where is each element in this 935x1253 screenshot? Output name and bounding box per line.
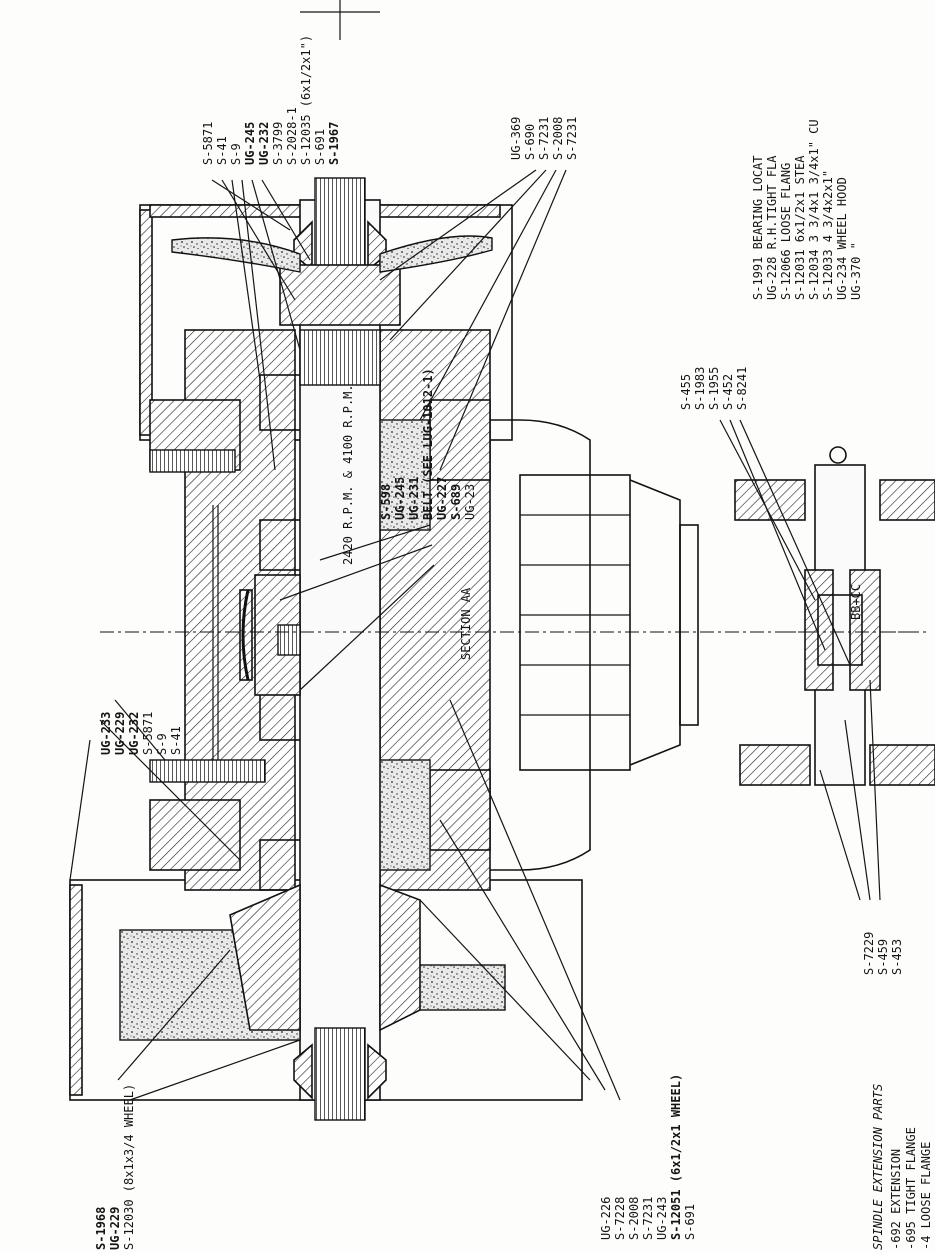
- parts-list-row: S-12031 6x1/2x1 STEA: [793, 155, 807, 300]
- callout-ug-229-a: UG-229: [113, 712, 127, 755]
- callout-s-3799: S-3799: [271, 122, 285, 165]
- callout-s-690: S-690: [523, 124, 537, 160]
- parts-list-row: S-12066 LOOSE FLANG: [779, 163, 793, 300]
- bearing-upper-right: [374, 419, 431, 531]
- motor-body: [519, 474, 631, 771]
- parts-list-row: UG-228 R.H.TIGHT FLA: [765, 155, 779, 300]
- upper-shaft-thread: [314, 177, 366, 267]
- lower-mount-bolt: [149, 759, 266, 783]
- callout-s-9: S-9: [229, 143, 243, 165]
- oil-fitting: [829, 446, 847, 464]
- section-aa-label: SECTION AA: [459, 587, 473, 660]
- lower-shaft-thread: [314, 1027, 366, 1121]
- callout-belt: BELT (SEE LUG-1012-1): [421, 368, 435, 520]
- lower-left-flange: [229, 883, 301, 1031]
- callout-ug-243: UG-243: [655, 1197, 669, 1240]
- bearing-lower-right: [374, 759, 431, 871]
- parts-list-row: S-12034 3 3/4x1 3/4x1" CU: [807, 119, 821, 300]
- callout-ug-227: UG-227: [435, 477, 449, 520]
- callout-s-5871: S-5871: [201, 122, 215, 165]
- upper-grinding-wheel-right: [379, 235, 493, 273]
- callout-ug-245-top: UG-245: [243, 122, 257, 165]
- upper-mount-bolt: [149, 449, 236, 473]
- small-housing-left: [804, 569, 834, 691]
- callout-ug-232-mid: UG-232: [127, 712, 141, 755]
- callout-s-7231-a: S-7231: [537, 117, 551, 160]
- section-bbcc-label: BB+CC: [849, 584, 863, 620]
- spindle-assembly: [69, 0, 905, 1121]
- lower-right-flange: [379, 883, 421, 1032]
- extension-parts-row: -695 TIGHT FLANGE: [904, 1127, 918, 1250]
- section-bbcc-assembly: [734, 446, 935, 786]
- callout-s-7228: S-7228: [613, 1197, 627, 1240]
- callout-s-598: S-598: [379, 484, 393, 520]
- callout-ug-232-top: UG-232: [257, 122, 271, 165]
- drawing-labels: SECTION AA 2420 R.P.M. & 4100 R.P.M. BB+…: [94, 35, 933, 1250]
- upper-grinding-wheel-left: [171, 237, 301, 273]
- extension-parts-row: -4 LOOSE FLANGE: [919, 1142, 933, 1250]
- callout-s-7231-b: S-7231: [565, 117, 579, 160]
- callout-s-453: S-453: [890, 939, 904, 975]
- callout-s-691-bottom: S-691: [683, 1204, 697, 1240]
- callout-ug-231: UG-231: [407, 477, 421, 520]
- callout-ug-23: UG-23: [463, 484, 477, 520]
- callout-s-691-top: S-691: [313, 129, 327, 165]
- motor-base: [490, 419, 591, 871]
- callout-s-1983: S-1983: [693, 367, 707, 410]
- callout-s-12051: S-12051 (6x1/2x1 WHEEL): [669, 1074, 683, 1240]
- leader-lines: [69, 169, 881, 1101]
- belt: [241, 589, 250, 681]
- callout-s-12035: S-12035 (6x1/2x1"): [299, 35, 313, 165]
- small-housing-right: [849, 569, 881, 691]
- callout-s-2008-b: S-2008: [627, 1197, 641, 1240]
- callout-s-2028-1: S-2028-1: [285, 107, 299, 165]
- callout-s-2008-a: S-2008: [551, 117, 565, 160]
- callout-s-459: S-459: [876, 939, 890, 975]
- parts-list-row: UG-370 ": [849, 242, 863, 300]
- callout-s-7229: S-7229: [862, 932, 876, 975]
- callout-ug-229-b: UG-229: [108, 1207, 122, 1250]
- extension-parts-row: -692 EXTENSION: [889, 1149, 903, 1250]
- callout-s-9-mid: S-9: [155, 733, 169, 755]
- parts-list-row: S-12033 4 3/4x2x1": [821, 170, 835, 300]
- callout-s-1968: S-1968: [94, 1207, 108, 1250]
- callout-s-7231-c: S-7231: [641, 1197, 655, 1240]
- parts-list-row: S-1991 BEARING LOCAT: [751, 156, 765, 301]
- callout-s-455: S-455: [679, 374, 693, 410]
- callout-s-41-mid: S-41: [169, 726, 183, 755]
- callout-s-8241: S-8241: [735, 367, 749, 410]
- callout-s-41: S-41: [215, 136, 229, 165]
- callout-ug-233: UG-233: [99, 712, 113, 755]
- callout-s-12030: S-12030 (8x1x3/4 WHEEL): [122, 1084, 136, 1250]
- callout-s-1967: S-1967: [327, 122, 341, 165]
- spindle-thread-upper: [299, 329, 381, 386]
- callout-ug-226: UG-226: [599, 1197, 613, 1240]
- callout-s-452: S-452: [721, 374, 735, 410]
- callout-s-5871-mid: S-5871: [141, 712, 155, 755]
- small-bearing: [817, 594, 863, 666]
- callout-s-689: S-689: [449, 484, 463, 520]
- callout-ug-369: UG-369: [509, 117, 523, 160]
- speed-note: 2420 R.P.M. & 4100 R.P.M.: [341, 384, 355, 565]
- callout-s-1955: S-1955: [707, 367, 721, 410]
- upper-wheel-flange: [279, 264, 401, 326]
- callout-ug-245-mid: UG-245: [393, 477, 407, 520]
- parts-list-row: UG-234 WHEEL HOOD: [835, 177, 849, 300]
- extension-parts-heading: SPINDLE EXTENSION PARTS: [871, 1084, 885, 1250]
